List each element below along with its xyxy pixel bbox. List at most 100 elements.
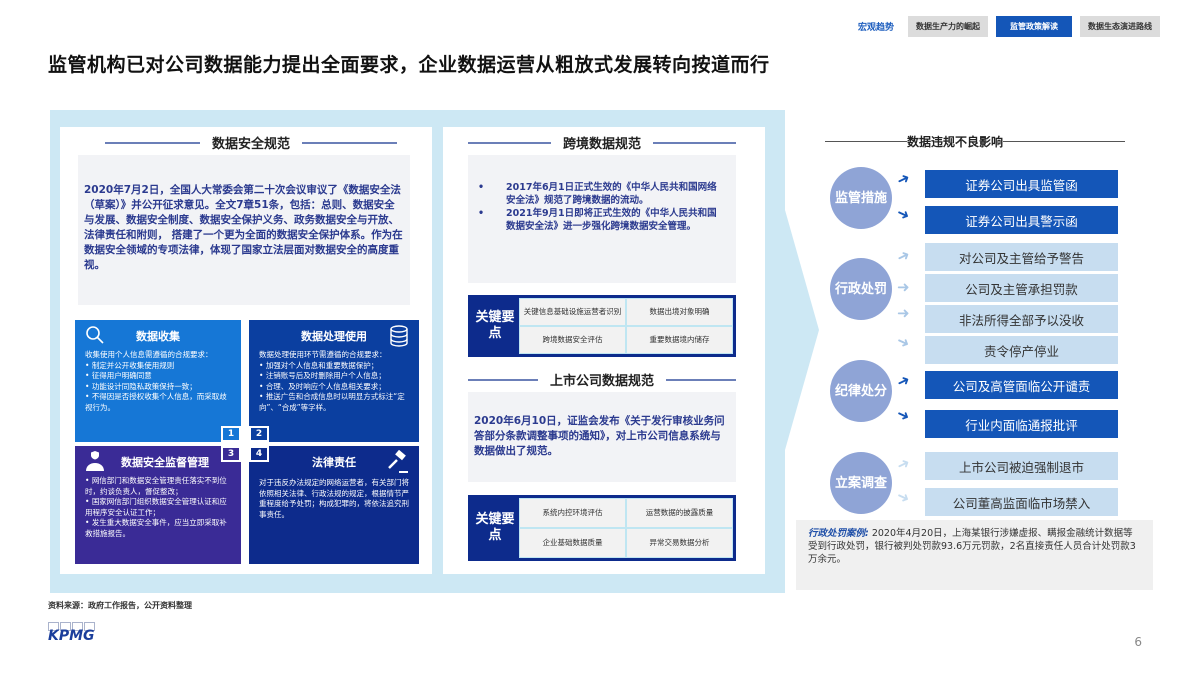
- arrow-icon: ➜: [893, 486, 913, 508]
- heading-text: 数据违规不良影响: [907, 135, 1004, 149]
- bullet-dot: •: [478, 208, 485, 219]
- category-investigation: 立案调查: [830, 452, 892, 514]
- list-item: 国家网信部门组织数据安全管理认证和应用程序安全认证工作；: [85, 497, 231, 518]
- heading-text: 上市公司数据规范: [550, 374, 655, 389]
- list-item: 推送广告和合成信息时以明显方式标注“定向”、“合成”等字样。: [259, 392, 409, 413]
- quadrant-lead: 收集使用个人信息需遵循的合规要求：: [85, 350, 213, 359]
- page-title: 监管机构已对公司数据能力提出全面要求，企业数据运营从粗放式发展转向按道而行: [48, 54, 770, 76]
- search-icon: [85, 325, 105, 349]
- cross-border-key-points: 关键要点 关键信息基础设施运营者识别 数据出境对象明确 跨境数据安全评估 重要数…: [468, 295, 736, 357]
- category-supervision: 监管措施: [830, 167, 892, 229]
- arrow-icon: ➜: [897, 278, 910, 296]
- arrow-icon: ➜: [893, 203, 913, 225]
- divider: [1003, 140, 1125, 143]
- data-security-heading: 数据安全规范: [105, 133, 398, 152]
- quadrant-security-supervision: 数据安全监督管理 网信部门和数据安全管理责任落实不到位时，约谈负责人，督促整改；…: [75, 446, 241, 564]
- list-item: 合理、及时响应个人信息相关要求；: [259, 382, 409, 393]
- page-number: 6: [1134, 635, 1142, 649]
- data-security-intro-box: 2020年7月2日，全国人大常委会第二十次会议审议了《数据安全法（草案）》并公开…: [78, 155, 410, 305]
- quadrant-number: 3: [221, 446, 241, 462]
- divider: [653, 141, 737, 144]
- list-item: 功能设计同隐私政策保持一致；: [85, 382, 231, 393]
- divider: [468, 378, 538, 381]
- quadrant-data-processing: 数据处理使用 数据处理使用环节需遵循的合规要求： 加强对个人信息和重要数据保护；…: [249, 320, 419, 442]
- bullet-item: • 2021年9月1日即将正式生效的《中华人民共和国数据安全法》进一步强化跨境数…: [478, 207, 726, 233]
- key-points-label: 关键要点: [475, 310, 515, 341]
- list-item: 网信部门和数据安全管理责任落实不到位时，约谈负责人，督促整改；: [85, 476, 231, 497]
- arrow-icon: ➜: [893, 404, 913, 426]
- case-label: 行政处罚案例:: [808, 528, 869, 539]
- list-item: 注销账号后及时删除用户个人信息；: [259, 371, 409, 382]
- impact-item: 行业内面临通报批评: [925, 410, 1118, 438]
- top-navigation: 宏观趋势 数据生产力的崛起 监管政策解读 数据生态演进路线: [852, 16, 1160, 37]
- tab-regulatory-policy[interactable]: 监管政策解读: [996, 16, 1072, 37]
- quadrant-body: 数据处理使用环节需遵循的合规要求： 加强对个人信息和重要数据保护； 注销账号后及…: [259, 350, 409, 413]
- bullet-item: • 2017年6月1日正式生效的《中华人民共和国网络安全法》规范了跨境数据的流动…: [478, 181, 726, 207]
- heading-text: 跨境数据规范: [563, 137, 642, 152]
- impact-item: 责令停产停业: [925, 336, 1118, 364]
- category-disciplinary-action: 纪律处分: [830, 360, 892, 422]
- nav-link-macro-trends[interactable]: 宏观趋势: [857, 23, 894, 33]
- list-item: 不得因是否授权收集个人信息，而采取歧视行为。: [85, 392, 231, 413]
- impact-item: 公司及高管面临公开谴责: [925, 371, 1118, 399]
- divider: [666, 378, 737, 381]
- key-points-grid: 系统内控环境评估 运营数据的披露质量 企业基础数据质量 异常交易数据分析: [519, 498, 733, 558]
- data-security-intro: 2020年7月2日，全国人大常委会第二十次会议审议了《数据安全法（草案）》并公开…: [84, 184, 403, 271]
- listed-company-heading: 上市公司数据规范: [468, 370, 737, 389]
- key-point: 跨境数据安全评估: [520, 327, 625, 353]
- logo-wordmark: KPMG: [48, 628, 95, 644]
- logo-boxes: [48, 622, 95, 631]
- divider: [302, 141, 398, 144]
- key-points-label: 关键要点: [475, 512, 515, 543]
- bullet-text: 2021年9月1日即将正式生效的《中华人民共和国数据安全法》进一步强化跨境数据安…: [506, 208, 717, 232]
- key-point: 关键信息基础设施运营者识别: [520, 299, 625, 325]
- user-shield-icon: [85, 450, 105, 476]
- quadrant-number: 1: [221, 426, 241, 442]
- heading-text: 数据安全规范: [212, 137, 291, 152]
- arrow-icon: ➜: [893, 370, 913, 392]
- listed-company-text: 2020年6月10日，证监会发布《关于发行审核业务问答部分条款调整事项的通知》，…: [474, 415, 725, 457]
- kpmg-logo: KPMG: [48, 622, 95, 643]
- bullet-text: 2017年6月1日正式生效的《中华人民共和国网络安全法》规范了跨境数据的流动。: [506, 182, 717, 206]
- source-note: 资料来源：政府工作报告，公开资料整理: [48, 601, 192, 610]
- quadrant-number: 4: [249, 446, 269, 462]
- chevron-right-arrow: [785, 210, 819, 450]
- quadrant-data-collection: 数据收集 收集使用个人信息需遵循的合规要求： 制定并公开收集使用规则 征得用户明…: [75, 320, 241, 442]
- bullet-dot: •: [478, 182, 485, 193]
- divider: [105, 141, 200, 144]
- cross-border-box: • 2017年6月1日正式生效的《中华人民共和国网络安全法》规范了跨境数据的流动…: [468, 155, 736, 283]
- impact-item: 上市公司被迫强制退市: [925, 452, 1118, 480]
- case-example-box: 行政处罚案例: 2020年4月20日，上海某银行涉嫌虚报、瞒报金融统计数据等受到…: [796, 520, 1153, 590]
- quadrant-body: 收集使用个人信息需遵循的合规要求： 制定并公开收集使用规则 征得用户明确同意 功…: [85, 350, 231, 413]
- listed-company-key-points: 关键要点 系统内控环境评估 运营数据的披露质量 企业基础数据质量 异常交易数据分…: [468, 495, 736, 561]
- case-text: 2020年4月20日，上海某银行涉嫌虚报、瞒报金融统计数据等受到行政处罚，银行被…: [808, 528, 1136, 565]
- arrow-icon: ➜: [893, 245, 913, 267]
- arrow-icon: ➜: [893, 453, 913, 475]
- impact-item: 证券公司出具警示函: [925, 206, 1118, 234]
- impact-item: 对公司及主管给予警告: [925, 243, 1118, 271]
- quadrant-title: 数据安全监督管理: [121, 456, 209, 469]
- quadrant-number: 2: [249, 426, 269, 442]
- quadrant-title: 法律责任: [312, 456, 356, 469]
- quadrant-lead: 数据处理使用环节需遵循的合规要求：: [259, 350, 387, 359]
- divider: [825, 140, 907, 143]
- key-point: 异常交易数据分析: [627, 529, 732, 557]
- arrow-icon: ➜: [897, 304, 910, 322]
- quadrant-paragraph: 对于违反办法规定的网络运营者，有关部门将依照相关法律、行政法规的规定，根据情节严…: [259, 478, 409, 519]
- impact-item: 公司董高监面临市场禁入: [925, 488, 1118, 516]
- tab-data-ecosystem[interactable]: 数据生态演进路线: [1080, 16, 1160, 37]
- tab-data-productivity[interactable]: 数据生产力的崛起: [908, 16, 988, 37]
- gavel-icon: [387, 449, 409, 478]
- cross-border-heading: 跨境数据规范: [468, 133, 737, 152]
- database-icon: [389, 325, 409, 351]
- key-point: 系统内控环境评估: [520, 499, 625, 527]
- list-item: 征得用户明确同意: [85, 371, 231, 382]
- quadrant-title: 数据收集: [136, 330, 180, 343]
- key-points-grid: 关键信息基础设施运营者识别 数据出境对象明确 跨境数据安全评估 重要数据境内储存: [519, 298, 733, 354]
- category-administrative-penalty: 行政处罚: [830, 258, 892, 320]
- key-point: 重要数据境内储存: [627, 327, 732, 353]
- divider: [468, 141, 551, 144]
- list-item: 加强对个人信息和重要数据保护；: [259, 361, 409, 372]
- impact-item: 公司及主管承担罚款: [925, 274, 1118, 302]
- impact-heading: 数据违规不良影响: [825, 133, 1125, 150]
